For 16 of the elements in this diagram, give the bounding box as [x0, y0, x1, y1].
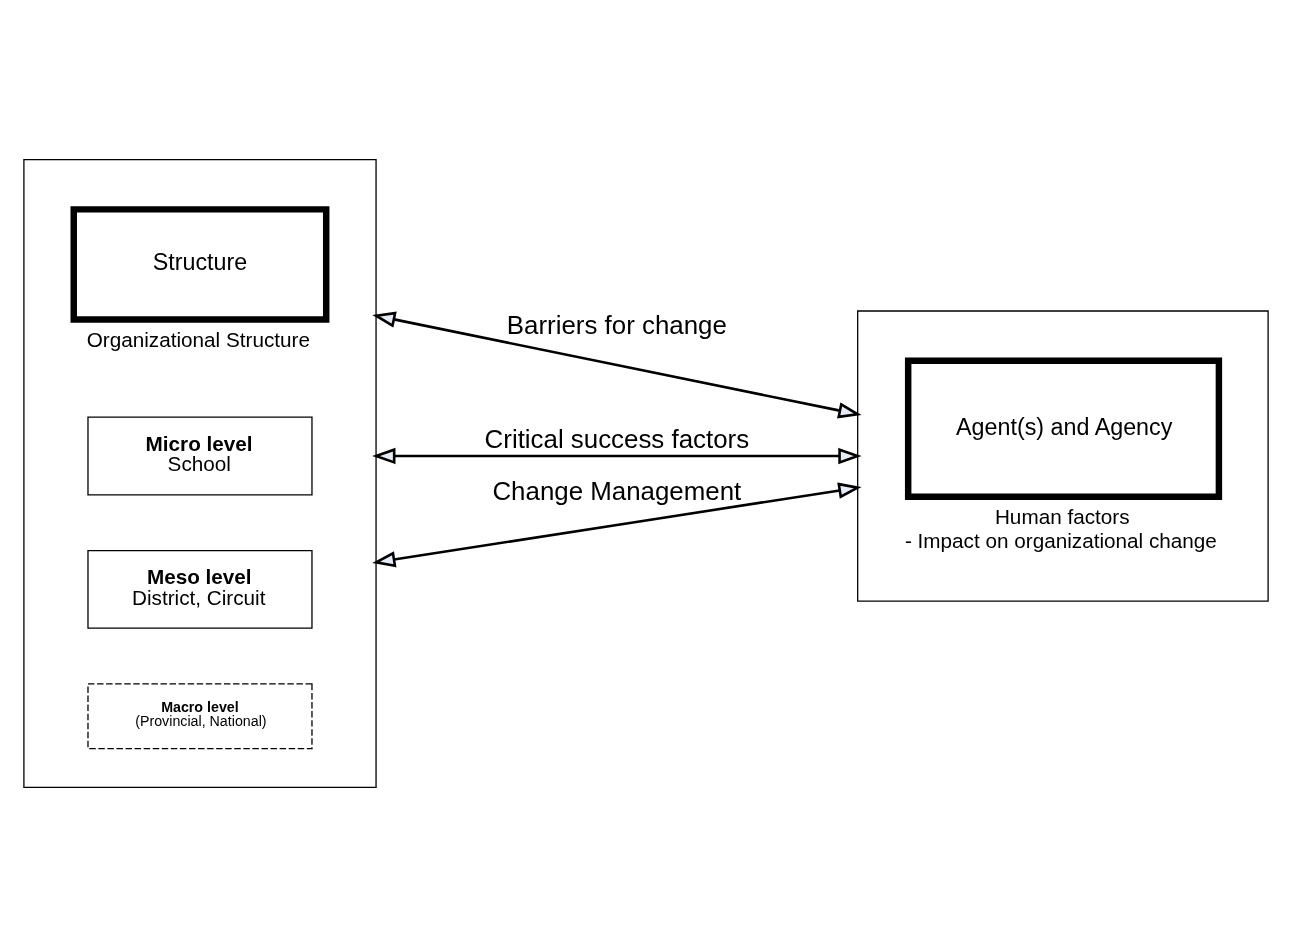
arrow [372, 311, 862, 419]
cluster [857, 310, 1269, 602]
edge-label: Barriers for change [506, 311, 727, 340]
node-box: Structure [70, 206, 330, 323]
arrow [372, 482, 862, 568]
edge-label: Critical success factors [484, 425, 750, 454]
node-box: Meso level District, Circuit [87, 549, 313, 629]
edge-label: Change Management [492, 477, 742, 506]
node-box: Agent(s) and Agency [904, 357, 1223, 501]
node-box: Micro level School [87, 416, 313, 496]
node-label: Human factors [994, 505, 1130, 529]
node-box: Macro level (Provincial, National) [87, 683, 313, 750]
node-label: - Impact on organizational change [904, 528, 1217, 552]
cluster [23, 158, 377, 789]
arrow [372, 447, 862, 465]
node-label: Organizational Structure [86, 328, 310, 352]
